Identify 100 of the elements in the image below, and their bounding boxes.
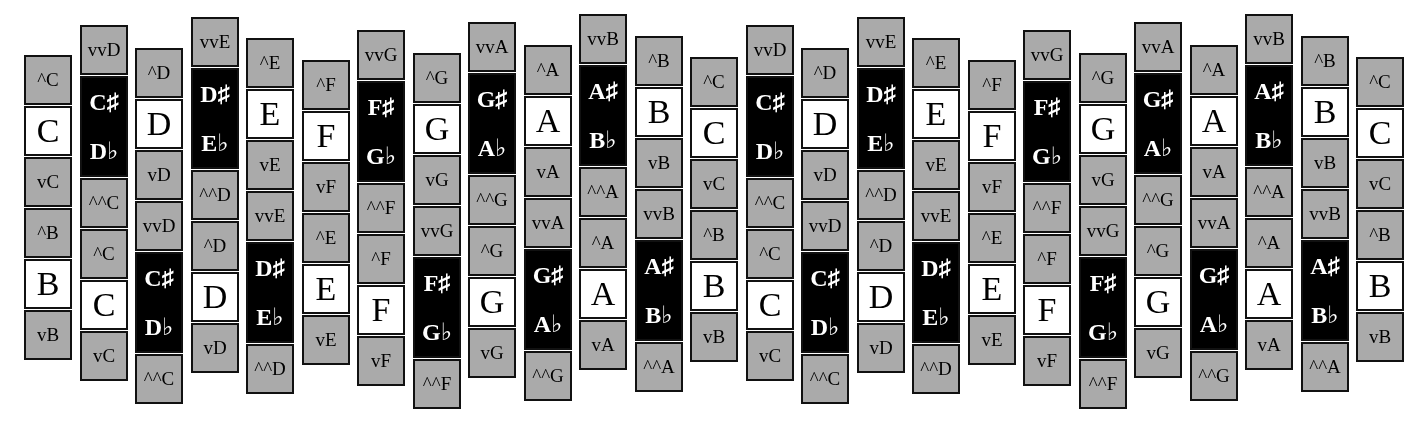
- natural-key: B: [635, 87, 683, 137]
- note-label: G♭: [1032, 143, 1062, 168]
- accidental-key: [246, 242, 294, 343]
- microtone-key: vvE: [246, 191, 294, 241]
- note-label: F♯: [1089, 271, 1117, 296]
- microtone-key: vF: [968, 162, 1016, 212]
- microtone-key: ^^A: [1301, 342, 1349, 392]
- microtone-key: vB: [1356, 312, 1404, 362]
- accidental-key: [1023, 81, 1071, 182]
- accidental-key: [1079, 257, 1127, 358]
- microtone-key: ^^C: [746, 178, 794, 228]
- natural-key: D: [191, 272, 239, 322]
- accidental-key: [357, 81, 405, 182]
- natural-key: F: [357, 285, 405, 335]
- microtone-key: vvG: [1079, 206, 1127, 256]
- microtone-key: ^^G: [1134, 175, 1182, 225]
- note-label: G♯: [532, 263, 564, 288]
- microtone-key: ^E: [302, 213, 350, 263]
- natural-key: B: [1356, 261, 1404, 311]
- natural-key: B: [1301, 87, 1349, 137]
- microtone-key: vvE: [191, 17, 239, 67]
- natural-key: B: [24, 259, 72, 309]
- microtone-key: vE: [968, 315, 1016, 365]
- microtone-key: ^F: [1023, 234, 1071, 284]
- microtone-key: vvE: [857, 17, 905, 67]
- microtone-key: ^G: [1079, 53, 1127, 103]
- microtone-key: ^^D: [246, 344, 294, 394]
- natural-key: G: [1134, 277, 1182, 327]
- note-label: D♯: [255, 256, 285, 281]
- accidental-key: [912, 242, 960, 343]
- microtone-key: vA: [579, 320, 627, 370]
- microtone-key: vC: [24, 157, 72, 207]
- microtone-key: vB: [24, 310, 72, 360]
- microtone-key: vC: [690, 159, 738, 209]
- note-label: A♭: [1199, 311, 1229, 336]
- microtone-key: vD: [191, 323, 239, 373]
- note-label: C♯: [755, 90, 785, 115]
- microtone-key: ^A: [524, 45, 572, 95]
- microtone-key: ^^F: [413, 359, 461, 409]
- microtone-key: vvA: [524, 198, 572, 248]
- natural-key: C: [690, 108, 738, 158]
- note-label: A♯: [1254, 79, 1284, 104]
- microtone-key: vvB: [635, 189, 683, 239]
- natural-key: G: [1079, 104, 1127, 154]
- note-label: D♭: [810, 314, 840, 339]
- microtone-key: vC: [80, 331, 128, 381]
- microtone-key: ^C: [746, 229, 794, 279]
- microtone-key: ^^G: [524, 351, 572, 401]
- microtone-key: ^E: [968, 213, 1016, 263]
- microtone-key: ^B: [635, 36, 683, 86]
- note-label: G♭: [422, 319, 452, 344]
- note-label: D♯: [866, 82, 896, 107]
- microtone-key: ^B: [1301, 36, 1349, 86]
- microtone-key: vvG: [413, 206, 461, 256]
- accidental-key: [1134, 73, 1182, 174]
- microtone-key: ^F: [968, 60, 1016, 110]
- microtone-key: ^^G: [1190, 351, 1238, 401]
- microtone-key: ^^D: [191, 170, 239, 220]
- note-label: E♭: [867, 130, 895, 155]
- accidental-key: [524, 249, 572, 350]
- microtone-key: vA: [1245, 320, 1293, 370]
- accidental-key: [413, 257, 461, 358]
- microtone-key: vvA: [1134, 22, 1182, 72]
- microtone-key: ^D: [801, 48, 849, 98]
- microtone-key: vvA: [468, 22, 516, 72]
- microtone-key: ^^F: [1023, 183, 1071, 233]
- note-label: C♯: [89, 90, 119, 115]
- natural-key: E: [912, 89, 960, 139]
- microtone-key: vvD: [746, 25, 794, 75]
- accidental-key: [635, 240, 683, 341]
- microtone-key: vvG: [357, 30, 405, 80]
- accidental-key: [579, 65, 627, 166]
- accidental-key: [135, 252, 183, 353]
- microtone-key: vF: [357, 336, 405, 386]
- natural-key: G: [413, 104, 461, 154]
- microtone-key: vF: [1023, 336, 1071, 386]
- microtone-key: vvA: [1190, 198, 1238, 248]
- note-label: E♭: [256, 304, 284, 329]
- microtone-key: ^G: [1134, 226, 1182, 276]
- microtone-key: vE: [912, 140, 960, 190]
- microtone-key: ^E: [912, 38, 960, 88]
- note-label: D♭: [144, 314, 174, 339]
- microtone-key: ^B: [24, 208, 72, 258]
- microtone-key: ^A: [1245, 218, 1293, 268]
- microtone-key: ^^F: [1079, 359, 1127, 409]
- accidental-key: [1301, 240, 1349, 341]
- natural-key: C: [1356, 108, 1404, 158]
- microtone-key: vG: [1079, 155, 1127, 205]
- microtone-key: ^^F: [357, 183, 405, 233]
- microtone-key: vE: [302, 315, 350, 365]
- note-label: E♭: [922, 304, 950, 329]
- accidental-key: [1190, 249, 1238, 350]
- note-label: D♭: [89, 138, 119, 163]
- microtone-key: vvD: [801, 201, 849, 251]
- note-label: A♭: [533, 311, 563, 336]
- microtone-key: ^F: [357, 234, 405, 284]
- natural-key: D: [801, 99, 849, 149]
- microtone-key: ^E: [246, 38, 294, 88]
- microtone-key: ^^D: [857, 170, 905, 220]
- microtone-key: vD: [135, 150, 183, 200]
